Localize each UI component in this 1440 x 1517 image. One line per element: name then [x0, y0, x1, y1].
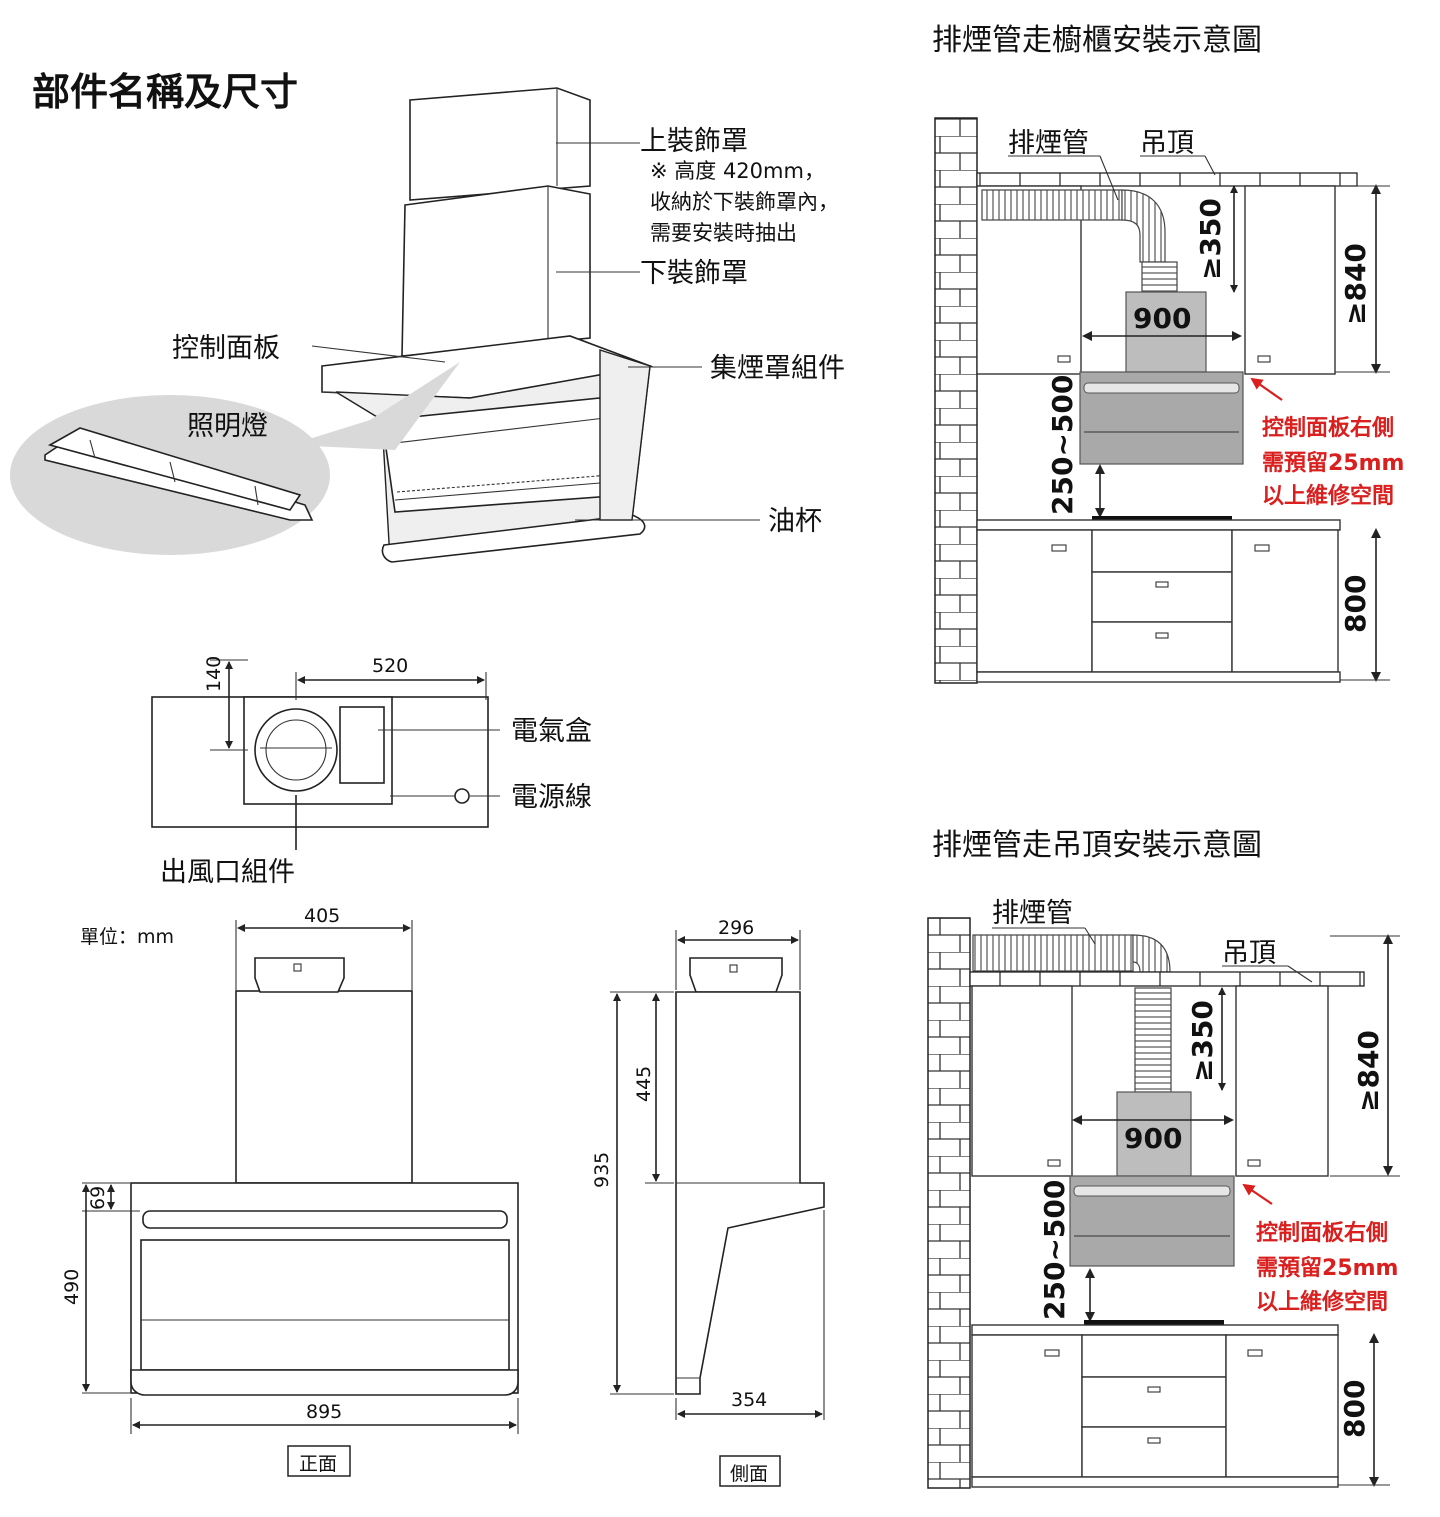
dim-354: 354 [731, 1389, 767, 1411]
dim-296: 296 [718, 917, 754, 939]
dim-69: 69 [87, 1186, 109, 1210]
upper-cover-note-3: 需要安裝時抽出 [650, 221, 797, 245]
control-panel-label: 控制面板 [172, 333, 280, 364]
outlet-assembly-label: 出風口組件 [160, 857, 295, 888]
upper-cover-note-1: ※ 高度 420mm， [650, 159, 825, 183]
front-view [82, 920, 519, 1477]
install-cabinet-note-3: 以上維修空間 [1262, 483, 1394, 509]
install-ceiling-ceiling-label: 吊頂 [1222, 938, 1276, 969]
install-ceiling-dim-840: ≥840 [1352, 1030, 1385, 1112]
install-cabinet-duct-label: 排煙管 [1008, 128, 1089, 159]
install-ceiling-note-1: 控制面板右側 [1256, 1220, 1388, 1246]
hood-assembly-label: 集煙罩組件 [710, 353, 845, 384]
page-title: 部件名稱及尺寸 [32, 70, 298, 114]
dim-895: 895 [306, 1401, 342, 1423]
upper-cover-note-2: 收納於下裝飾罩內， [650, 190, 839, 214]
upper-cover-label: 上裝飾罩 [640, 126, 748, 157]
oil-cup-label: 油杯 [768, 506, 822, 537]
install-ceiling-diagram [927, 917, 1400, 1489]
install-ceiling-title: 排煙管走吊頂安裝示意圖 [932, 828, 1262, 863]
install-cabinet-dim-840: ≥840 [1339, 243, 1372, 325]
install-cabinet-dim-800: 800 [1339, 575, 1372, 633]
lighting-label: 照明燈 [187, 411, 268, 442]
side-view-label: 側面 [730, 1463, 768, 1485]
install-ceiling-note-2: 需預留25mm [1256, 1255, 1398, 1281]
dim-140: 140 [203, 656, 225, 692]
power-cord-label: 電源線 [511, 782, 592, 813]
install-cabinet-dim-350: ≥350 [1194, 198, 1227, 280]
part-leaders [311, 142, 760, 521]
front-view-label: 正面 [299, 1453, 337, 1475]
install-ceiling-dim-350: ≥350 [1186, 1000, 1219, 1082]
side-view [610, 930, 825, 1487]
hood-illustration [321, 87, 654, 563]
install-cabinet-dim-900: 900 [1133, 302, 1191, 335]
lighting-zoom [10, 362, 460, 555]
install-cabinet-title: 排煙管走櫥櫃安裝示意圖 [932, 23, 1262, 58]
dim-445: 445 [633, 1066, 655, 1102]
install-cabinet-diagram [934, 117, 1390, 684]
top-view [151, 659, 500, 850]
dim-490: 490 [61, 1269, 83, 1305]
install-ceiling-dim-800: 800 [1338, 1380, 1371, 1438]
unit-label: 單位：mm [80, 926, 174, 948]
electric-box-label: 電氣盒 [511, 716, 592, 747]
dim-935: 935 [591, 1152, 613, 1188]
install-cabinet-dim-250-500: 250~500 [1046, 375, 1079, 515]
lower-cover-label: 下裝飾罩 [640, 258, 748, 289]
dim-520: 520 [372, 655, 408, 677]
install-cabinet-ceiling-label: 吊頂 [1140, 128, 1194, 159]
install-cabinet-note-1: 控制面板右側 [1262, 415, 1394, 441]
install-cabinet-note-2: 需預留25mm [1262, 450, 1404, 476]
install-ceiling-duct-label: 排煙管 [992, 898, 1073, 929]
install-ceiling-note-3: 以上維修空間 [1256, 1289, 1388, 1315]
dim-405: 405 [304, 905, 340, 927]
install-ceiling-dim-900: 900 [1124, 1122, 1182, 1155]
install-ceiling-dim-250-500: 250~500 [1038, 1180, 1071, 1320]
